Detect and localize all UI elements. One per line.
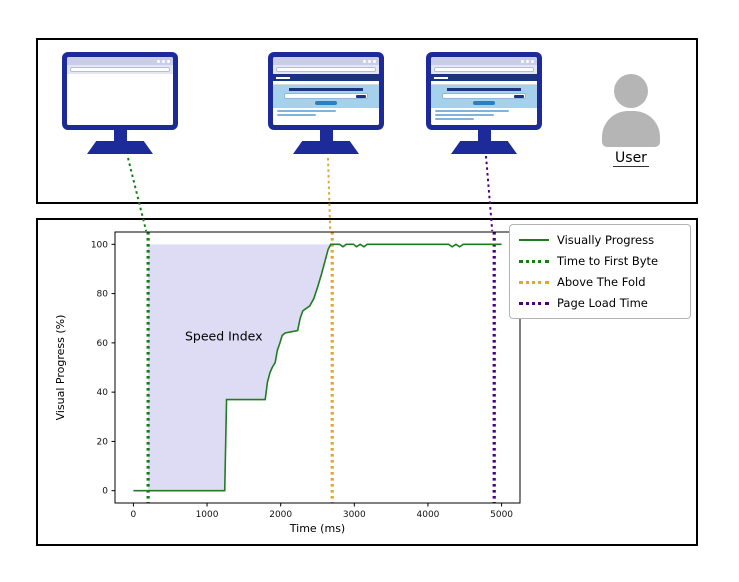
hero-button [315, 101, 337, 105]
monitor-screen [67, 57, 173, 125]
browser-titlebar [431, 57, 537, 65]
progress-line [133, 243, 502, 492]
window-button-icon [531, 59, 534, 63]
x-tick-label: 0 [131, 510, 137, 520]
webpage-navbar [431, 81, 537, 85]
monitor-blank-page [62, 52, 178, 154]
text-line [277, 110, 336, 112]
legend-line-sample-icon [519, 239, 549, 241]
url-bar [70, 67, 170, 72]
legend-line-sample-icon [519, 259, 549, 263]
x-axis-label: Time (ms) [289, 522, 345, 535]
speed-index-area [148, 244, 331, 491]
user-head-icon [614, 74, 648, 108]
text-line [435, 118, 475, 120]
webpage-header [273, 74, 379, 81]
hero-headline [446, 88, 522, 91]
monitor-bezel [268, 52, 384, 130]
legend-entry: Above The Fold [519, 275, 681, 289]
monitor-bezel [426, 52, 542, 130]
hero-searchbar [283, 93, 369, 99]
url-bar [276, 67, 376, 72]
browser-titlebar [273, 57, 379, 65]
x-tick-label: 3000 [343, 510, 366, 520]
x-tick-label: 5000 [490, 510, 513, 520]
window-button-icon [157, 59, 160, 63]
browser-toolbar [431, 65, 537, 74]
user-label: User [613, 150, 649, 167]
monitor-bezel [62, 52, 178, 130]
legend-entry: Visually Progress [519, 233, 681, 247]
legend-label: Time to First Byte [557, 254, 659, 268]
text-line [277, 114, 317, 116]
legend-label: Above The Fold [557, 275, 646, 289]
browser-timeline-panel: User [36, 38, 698, 204]
window-button-icon [373, 59, 376, 63]
y-tick-label: 0 [102, 487, 108, 497]
hero-headline [288, 88, 364, 91]
browser-titlebar [67, 57, 173, 65]
webpage-blank [67, 74, 173, 125]
monitor-stand [319, 130, 333, 141]
monitor-base [451, 141, 517, 154]
text-line [435, 110, 509, 112]
monitor-page-loaded [426, 52, 542, 154]
legend-label: Page Load Time [557, 296, 648, 310]
plot-frame [114, 231, 521, 504]
monitor-screen [273, 57, 379, 125]
browser-toolbar [273, 65, 379, 74]
x-tick-label: 1000 [196, 510, 219, 520]
monitor-base [87, 141, 153, 154]
webpage-navbar [273, 81, 379, 85]
webpage-body [273, 108, 379, 118]
legend-line-sample-icon [519, 301, 549, 305]
chart-legend: Visually Progress Time to First Byte Abo… [509, 224, 691, 319]
hero-searchbar [441, 93, 527, 99]
window-button-icon [167, 59, 170, 63]
monitor-above-fold [268, 52, 384, 154]
site-logo-icon [276, 76, 290, 79]
x-tick-label: 2000 [269, 510, 292, 520]
hero-button [473, 101, 495, 105]
x-tick-label: 4000 [417, 510, 440, 520]
speed-index-label: Speed Index [185, 328, 263, 343]
window-button-icon [521, 59, 524, 63]
webpage-hero [431, 85, 537, 108]
legend-label: Visually Progress [557, 233, 655, 247]
webpage-loaded [273, 74, 379, 125]
window-button-icon [368, 59, 371, 63]
legend-line-sample-icon [519, 280, 549, 284]
browser-toolbar [67, 65, 173, 74]
text-line [435, 114, 494, 116]
y-tick-label: 60 [97, 339, 109, 349]
webpage-header [431, 74, 537, 81]
window-button-icon [162, 59, 165, 63]
y-tick-label: 20 [97, 437, 109, 447]
webpage-loaded [431, 74, 537, 125]
monitor-screen [431, 57, 537, 125]
window-button-icon [526, 59, 529, 63]
legend-entry: Time to First Byte [519, 254, 681, 268]
webpage-hero [273, 85, 379, 108]
monitor-base [293, 141, 359, 154]
user-figure: User [583, 74, 679, 167]
window-button-icon [363, 59, 366, 63]
url-bar [434, 67, 534, 72]
user-body-icon [602, 111, 660, 147]
y-tick-label: 40 [97, 388, 109, 398]
webpage-body [431, 108, 537, 122]
monitor-stand [477, 130, 491, 141]
y-axis-label: Visual Progress (%) [54, 315, 67, 421]
y-tick-label: 100 [91, 240, 108, 250]
legend-entry: Page Load Time [519, 296, 681, 310]
y-tick-label: 80 [97, 290, 109, 300]
site-logo-icon [434, 76, 448, 79]
monitor-stand [113, 130, 127, 141]
